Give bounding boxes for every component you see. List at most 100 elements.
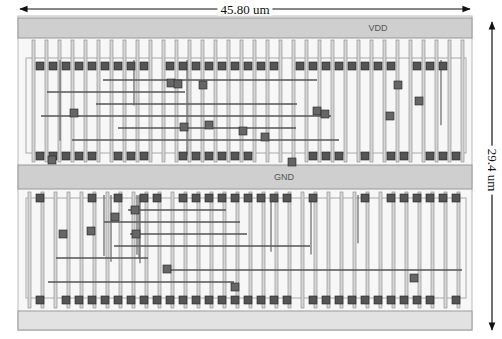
contact	[244, 194, 252, 202]
poly-gate	[288, 192, 291, 308]
poly-gate	[292, 40, 295, 162]
poly-gate	[253, 40, 256, 162]
contact	[140, 194, 148, 202]
contact	[192, 152, 200, 160]
poly-gate	[301, 192, 304, 308]
poly-gate	[370, 40, 373, 162]
contact	[335, 296, 343, 304]
contact	[88, 62, 96, 70]
poly-gate	[305, 40, 308, 162]
poly-gate	[275, 192, 278, 308]
contact	[309, 194, 317, 202]
contact	[452, 194, 460, 202]
contact	[439, 194, 447, 202]
contact	[114, 152, 122, 160]
via	[313, 107, 321, 115]
poly-gate	[331, 40, 334, 162]
contact	[270, 62, 278, 70]
contact	[426, 296, 434, 304]
metal-wire	[130, 233, 247, 235]
contact	[127, 62, 135, 70]
contact	[166, 296, 174, 304]
contact	[335, 152, 343, 160]
contact	[374, 62, 382, 70]
contact	[400, 296, 408, 304]
poly-gate	[201, 40, 204, 162]
via	[70, 109, 78, 117]
contact	[387, 194, 395, 202]
contact	[62, 152, 70, 160]
contact	[192, 296, 200, 304]
contact	[283, 296, 291, 304]
contact	[309, 296, 317, 304]
metal-wire	[110, 195, 111, 262]
contact	[88, 296, 96, 304]
contact	[257, 194, 265, 202]
contact	[36, 152, 44, 160]
contact	[322, 62, 330, 70]
contact	[244, 296, 252, 304]
contact	[179, 152, 187, 160]
contact	[140, 152, 148, 160]
contact	[218, 152, 226, 160]
poly-gate	[227, 40, 230, 162]
poly-gate	[366, 192, 369, 308]
metal-wire	[136, 195, 137, 255]
contact	[192, 194, 200, 202]
poly-gate	[93, 192, 96, 308]
poly-gate	[318, 40, 321, 162]
poly-gate	[32, 40, 35, 162]
metal-wire	[56, 257, 148, 259]
contact	[75, 296, 83, 304]
poly-gate	[392, 192, 395, 308]
poly-gate	[418, 192, 421, 308]
poly-gate	[353, 192, 356, 308]
via	[48, 156, 56, 164]
contact	[205, 296, 213, 304]
poly-gate	[314, 192, 317, 308]
poly-gate	[123, 40, 126, 162]
power-rail	[18, 311, 472, 330]
contact	[413, 296, 421, 304]
via	[174, 80, 182, 88]
poly-gate	[149, 40, 152, 162]
contact	[231, 62, 239, 70]
via	[394, 81, 402, 89]
metal-wire	[186, 60, 187, 156]
poly-gate	[54, 192, 57, 308]
metal-wire	[170, 269, 462, 271]
metal-wire	[104, 221, 240, 223]
contact	[283, 194, 291, 202]
contact	[400, 152, 408, 160]
metal-wire	[114, 245, 310, 247]
contact	[322, 152, 330, 160]
metal-wire	[139, 195, 140, 263]
contact	[36, 194, 44, 202]
poly-gate	[119, 192, 122, 308]
poly-gate	[266, 40, 269, 162]
contact	[114, 296, 122, 304]
metal-wire	[103, 79, 317, 81]
contact	[101, 296, 109, 304]
metal-wire	[48, 281, 234, 283]
poly-gate	[84, 40, 87, 162]
contact	[400, 194, 408, 202]
contact	[335, 62, 343, 70]
poly-gate	[340, 192, 343, 308]
poly-gate	[396, 40, 399, 162]
contact	[75, 152, 83, 160]
contact	[36, 62, 44, 70]
contact	[439, 152, 447, 160]
via	[415, 97, 423, 105]
via	[321, 110, 329, 118]
via	[87, 227, 95, 235]
via	[239, 127, 247, 135]
diffusion	[26, 198, 466, 298]
metal-wire	[72, 139, 339, 141]
poly-gate	[435, 40, 438, 162]
via	[231, 283, 239, 291]
contact	[231, 296, 239, 304]
poly-gate	[457, 192, 460, 308]
